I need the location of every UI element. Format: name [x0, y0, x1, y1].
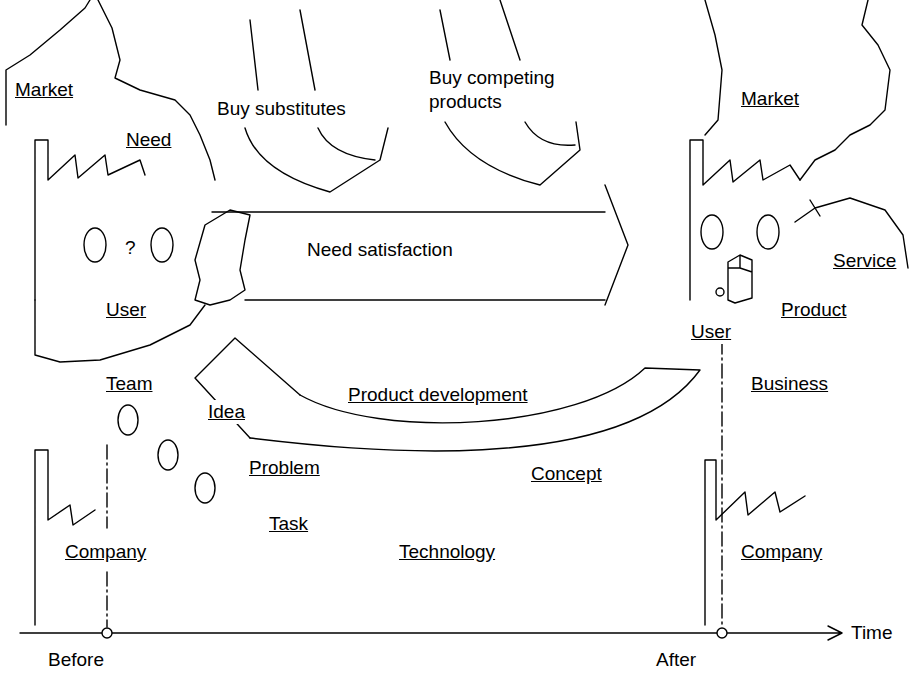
market-outline — [800, 0, 890, 180]
team-label: Team — [105, 372, 153, 396]
time-point — [717, 628, 727, 638]
user-label: User — [690, 320, 732, 344]
competing-arrow — [445, 122, 580, 185]
task-label: Task — [268, 512, 309, 536]
product-icon — [728, 255, 752, 303]
market-outline — [98, 0, 215, 180]
process-label: Product development — [347, 383, 529, 407]
concept-label: Concept — [530, 462, 603, 486]
team-face — [195, 473, 215, 503]
satisfaction-arrow — [212, 185, 628, 305]
competing-arrow — [440, 0, 520, 60]
factory-outline — [35, 140, 145, 300]
service-label: Service — [832, 249, 897, 273]
product-label: Product — [780, 298, 847, 322]
user-face — [701, 215, 723, 249]
market-outline — [705, 0, 722, 135]
business-label: Business — [750, 372, 829, 396]
need-label: Need — [125, 128, 172, 152]
idea-label: Idea — [207, 400, 246, 424]
technology-label: Technology — [398, 540, 496, 564]
axis-label: Time — [850, 621, 894, 645]
company-label: Company — [740, 540, 823, 564]
factory-outline — [35, 450, 95, 625]
substitute-arrow — [245, 128, 388, 192]
time-axis — [20, 626, 842, 640]
time-point-label: After — [655, 648, 697, 672]
company-label: Company — [64, 540, 147, 564]
need-blob — [195, 210, 250, 305]
development-arrow — [250, 368, 700, 451]
development-arrow — [195, 338, 300, 438]
user-face — [151, 228, 173, 262]
substitute-arrow — [250, 10, 315, 90]
market-outline — [6, 0, 90, 125]
team-face — [158, 440, 178, 470]
user-face — [757, 215, 779, 249]
time-point — [102, 628, 112, 638]
time-point-label: Before — [47, 648, 105, 672]
user-label: User — [105, 298, 147, 322]
market-label: Market — [740, 87, 800, 111]
question-mark: ? — [124, 236, 137, 260]
problem-label: Problem — [248, 456, 321, 480]
market-label: Market — [14, 78, 74, 102]
time-marker-line — [106, 445, 107, 627]
time-marker-line — [721, 340, 722, 627]
product-icon — [716, 288, 724, 296]
factory-outline — [690, 140, 800, 300]
team-face — [118, 405, 138, 435]
user-face — [84, 228, 106, 262]
arrow-label: Buy substitutes — [216, 97, 347, 121]
arrow-label: Buy competing products — [428, 66, 570, 114]
arrow-label: Need satisfaction — [306, 238, 454, 262]
